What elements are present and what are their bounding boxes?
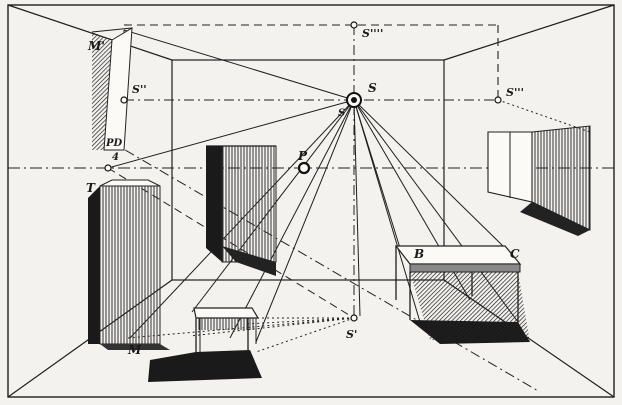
label-s3: S''' [506,86,524,99]
outer-frame [7,4,615,398]
label-p: P [297,149,308,163]
diagonal-dashdot-pd [107,139,541,393]
left-cabinet [88,179,170,350]
point-s3 [494,96,502,104]
label-s-sub: S [338,108,345,119]
table [394,245,530,344]
dotted-to-cabinet [497,99,591,133]
label-m-prime: M' [87,39,105,53]
points [104,21,502,322]
ray-mprime [123,29,355,101]
wall-mirror [91,27,133,151]
door [206,145,277,276]
label-s1: S' [346,328,357,341]
label-pd: PD [105,138,123,149]
right-wall-cabinet [487,125,591,236]
label-s: S [368,81,377,95]
back-wall [171,59,445,281]
point-s1 [350,314,358,322]
point-t [104,164,112,172]
label-m: M [127,343,142,357]
ceiling-edge-left [7,4,173,61]
point-p [297,161,311,175]
stool [148,307,262,382]
point-s2 [120,96,128,104]
labels: M' S'''' S'' S S S''' PD 4 P T B C M S' [86,27,524,357]
ceiling-edge-right [443,4,615,61]
label-t: T [86,181,96,195]
label-four: 4 [112,152,119,163]
label-s2: S'' [132,83,147,96]
label-c: C [510,247,520,261]
point-s4 [350,21,358,29]
label-s4: S'''' [362,27,383,40]
label-b: B [413,247,424,261]
